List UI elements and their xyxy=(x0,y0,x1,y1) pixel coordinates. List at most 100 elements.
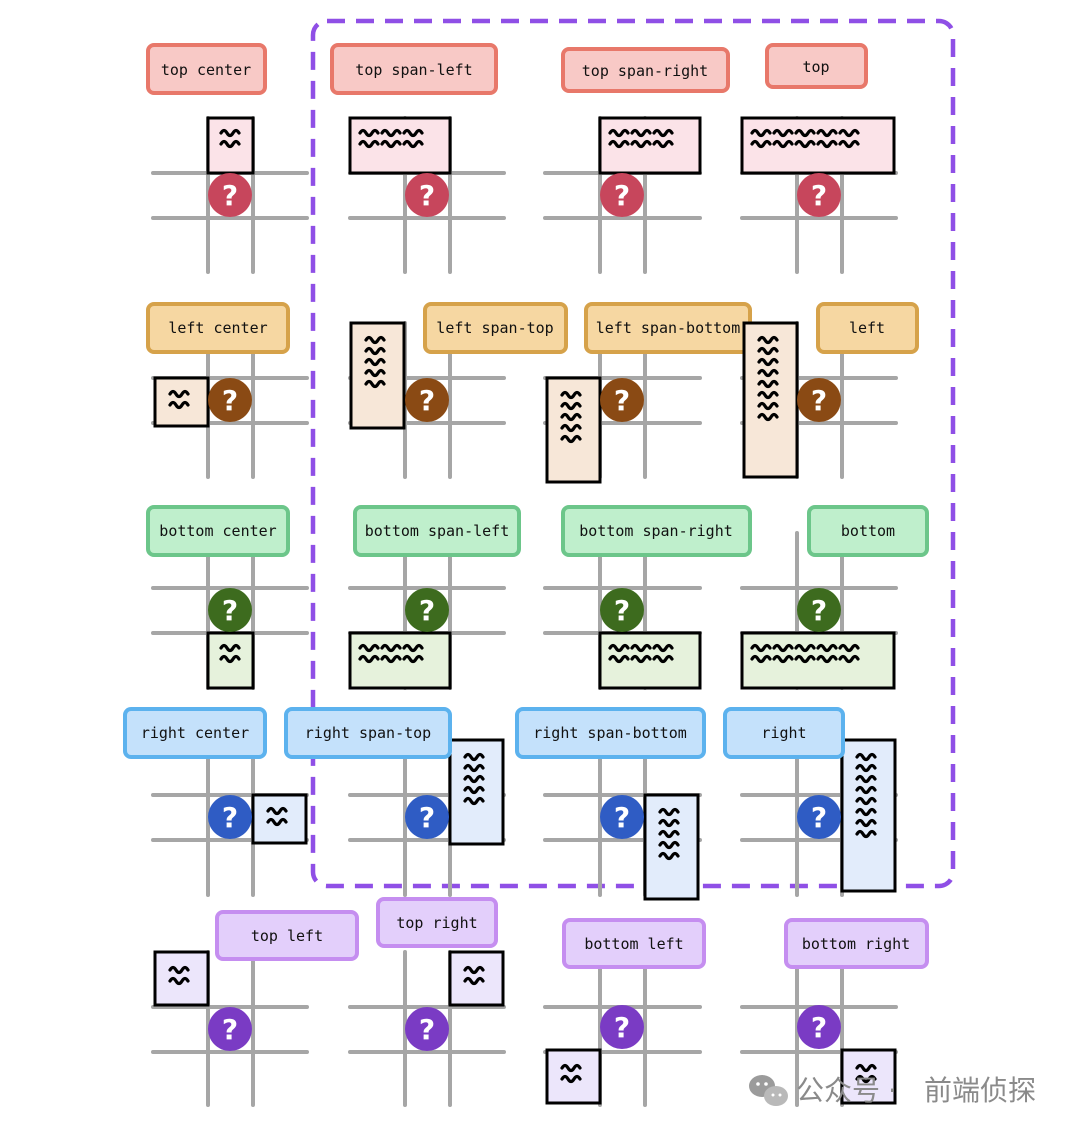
question-glyph: ? xyxy=(811,384,827,417)
label-box xyxy=(562,918,706,969)
question-glyph: ? xyxy=(614,801,630,834)
question-glyph: ? xyxy=(614,384,630,417)
label-box xyxy=(423,302,568,354)
cell-bottom-span-left: ? bottom span-left xyxy=(348,505,521,690)
label-box xyxy=(330,43,498,95)
anchored-box xyxy=(545,1048,602,1105)
question-glyph: ? xyxy=(614,1011,630,1044)
question-mark-icon xyxy=(208,173,252,217)
label-top-center: top center xyxy=(161,61,251,79)
question-glyph: ? xyxy=(419,594,435,627)
question-glyph: ? xyxy=(419,179,435,212)
question-mark-icon xyxy=(600,1005,644,1049)
label-bottom-span-left: bottom span-left xyxy=(365,522,510,540)
question-glyph: ? xyxy=(614,179,630,212)
question-mark-icon xyxy=(600,588,644,632)
question-glyph: ? xyxy=(811,1011,827,1044)
label-box xyxy=(146,43,267,95)
cell-top-span-left: ? top span-left xyxy=(330,43,506,274)
question-glyph: ? xyxy=(811,801,827,834)
watermark: 公众号 · 前端侦探 xyxy=(749,1074,1036,1107)
question-glyph: ? xyxy=(222,801,238,834)
question-glyph: ? xyxy=(222,179,238,212)
cell-right: ? right xyxy=(723,707,898,897)
label-left-span-top: left span-top xyxy=(436,319,553,337)
label-bottom: bottom xyxy=(841,522,895,540)
anchored-box xyxy=(840,738,897,893)
cell-bottom-left: ? bottom left xyxy=(543,918,706,1107)
cell-bottom: ? bottom xyxy=(740,505,929,690)
question-mark-icon xyxy=(208,1007,252,1051)
question-mark-icon xyxy=(600,173,644,217)
dashed-frame xyxy=(310,18,956,889)
cell-left: ? left xyxy=(740,302,919,479)
label-left-span-bottom: left span-bottom xyxy=(596,319,741,337)
anchored-box xyxy=(348,116,452,175)
label-left-center: left center xyxy=(168,319,267,337)
question-mark-icon xyxy=(208,588,252,632)
question-mark-icon xyxy=(797,795,841,839)
cell-top-left: ? top left xyxy=(151,910,359,1107)
cell-top: ? top xyxy=(740,43,898,274)
cell-right-center: ? right center xyxy=(123,707,309,897)
label-top-span-left: top span-left xyxy=(355,61,472,79)
question-mark-icon xyxy=(208,795,252,839)
question-mark-icon xyxy=(208,378,252,422)
label-box xyxy=(807,505,929,557)
label-bottom-right: bottom right xyxy=(802,935,910,953)
label-box xyxy=(146,505,290,557)
question-mark-icon xyxy=(797,588,841,632)
label-box xyxy=(215,910,359,961)
label-right: right xyxy=(761,724,806,742)
question-glyph: ? xyxy=(419,384,435,417)
question-glyph: ? xyxy=(222,594,238,627)
label-box xyxy=(723,707,845,759)
label-top-left: top left xyxy=(251,927,323,945)
label-top: top xyxy=(802,58,829,76)
label-right-center: right center xyxy=(141,724,249,742)
label-box xyxy=(146,302,290,354)
question-mark-icon xyxy=(405,795,449,839)
question-mark-icon xyxy=(405,588,449,632)
label-box xyxy=(765,43,868,89)
cell-top-center: ? top center xyxy=(146,43,309,274)
label-box xyxy=(353,505,521,557)
question-mark-icon xyxy=(405,1007,449,1051)
cell-left-center: ? left center xyxy=(146,302,309,479)
question-mark-icon xyxy=(600,378,644,422)
label-box xyxy=(561,47,730,93)
cell-right-span-bottom: ? right span-bottom xyxy=(515,707,706,901)
anchored-box xyxy=(206,631,255,690)
label-box xyxy=(515,707,706,759)
cell-top-span-right: ? top span-right xyxy=(543,47,730,274)
label-left: left xyxy=(849,319,885,337)
label-bottom-center: bottom center xyxy=(159,522,276,540)
anchored-box xyxy=(742,321,799,479)
label-box xyxy=(284,707,452,759)
watermark-separator: · xyxy=(888,1074,897,1107)
question-glyph: ? xyxy=(222,1013,238,1046)
cell-top-right: ? top right xyxy=(348,897,506,1107)
anchored-box xyxy=(153,376,210,428)
watermark-brand: 公众号 xyxy=(796,1074,880,1107)
cell-bottom-center: ? bottom center xyxy=(146,505,309,690)
label-box xyxy=(784,918,929,969)
question-glyph: ? xyxy=(811,179,827,212)
label-top-span-right: top span-right xyxy=(582,62,708,80)
question-mark-icon xyxy=(600,795,644,839)
label-box xyxy=(123,707,267,759)
question-mark-icon xyxy=(405,173,449,217)
cell-right-span-top: ? right span-top xyxy=(284,707,506,897)
label-box xyxy=(376,897,498,948)
question-mark-icon xyxy=(405,378,449,422)
question-glyph: ? xyxy=(811,594,827,627)
question-mark-icon xyxy=(797,173,841,217)
question-mark-icon xyxy=(797,1005,841,1049)
label-bottom-span-right: bottom span-right xyxy=(579,522,733,540)
cell-left-span-top: ? left span-top xyxy=(348,302,568,479)
cell-bottom-span-right: ? bottom span-right xyxy=(543,505,752,690)
anchored-box xyxy=(251,793,308,845)
label-top-right: top right xyxy=(396,914,477,932)
question-glyph: ? xyxy=(419,801,435,834)
